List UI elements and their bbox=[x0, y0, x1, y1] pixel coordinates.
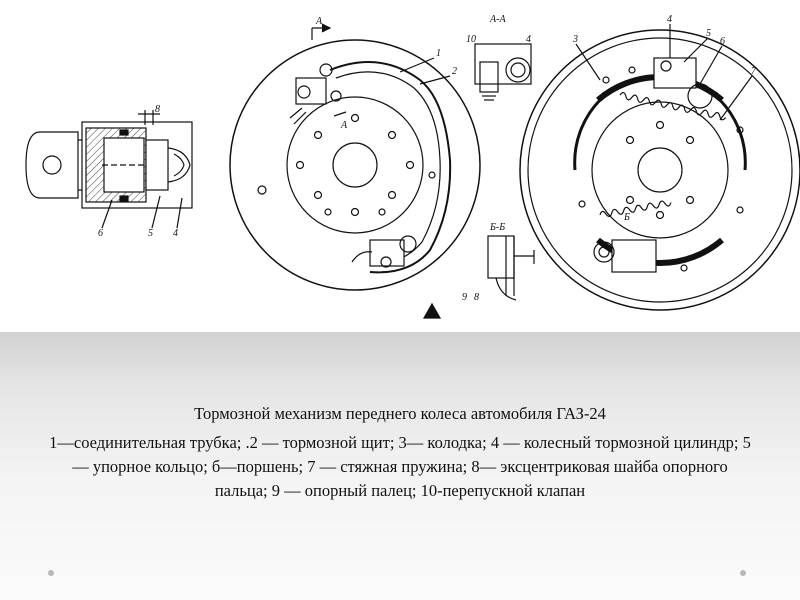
label-section-a-mid: А bbox=[340, 120, 348, 131]
label-2-center: 2 bbox=[452, 66, 457, 77]
label-4-right: 4 bbox=[667, 14, 672, 25]
label-8-bb: 8 bbox=[474, 292, 479, 303]
label-section-aa: А-А bbox=[489, 14, 506, 25]
label-6-left: 6 bbox=[98, 228, 103, 239]
label-1-center: 1 bbox=[436, 48, 441, 59]
label-section-b: Б bbox=[623, 212, 630, 223]
label-9: 9 bbox=[462, 292, 467, 303]
caption-legend: 1—соединительная трубка; .2 — тормозной … bbox=[49, 433, 751, 500]
wheel-cylinder-section bbox=[25, 110, 193, 209]
slide-corner-dot-left bbox=[48, 570, 54, 576]
label-7: 7 bbox=[751, 66, 757, 77]
label-3: 3 bbox=[572, 34, 578, 45]
label-section-bb: Б-Б bbox=[489, 222, 505, 233]
slide-corner-dot-right bbox=[740, 570, 746, 576]
brake-shield-front-view bbox=[229, 23, 481, 319]
section-bb-detail bbox=[487, 235, 535, 301]
caption-title: Тормозной механизм переднего колеса авто… bbox=[194, 404, 606, 423]
caption-panel: Тормозной механизм переднего колеса авто… bbox=[0, 332, 800, 600]
label-section-a-top: А bbox=[315, 16, 323, 27]
label-4-left: 4 bbox=[173, 228, 178, 239]
brake-rear-view bbox=[519, 29, 800, 311]
section-aa-detail bbox=[474, 43, 532, 101]
label-4-aa: 4 bbox=[526, 34, 531, 45]
label-5-right: 5 bbox=[706, 28, 711, 39]
label-8-left: 8 bbox=[155, 104, 160, 115]
label-6-right: 6 bbox=[720, 36, 725, 47]
label-5-left: 5 bbox=[148, 228, 153, 239]
brake-mechanism-drawing: 8 6 5 4 bbox=[25, 14, 800, 319]
label-10: 10 bbox=[466, 34, 476, 45]
